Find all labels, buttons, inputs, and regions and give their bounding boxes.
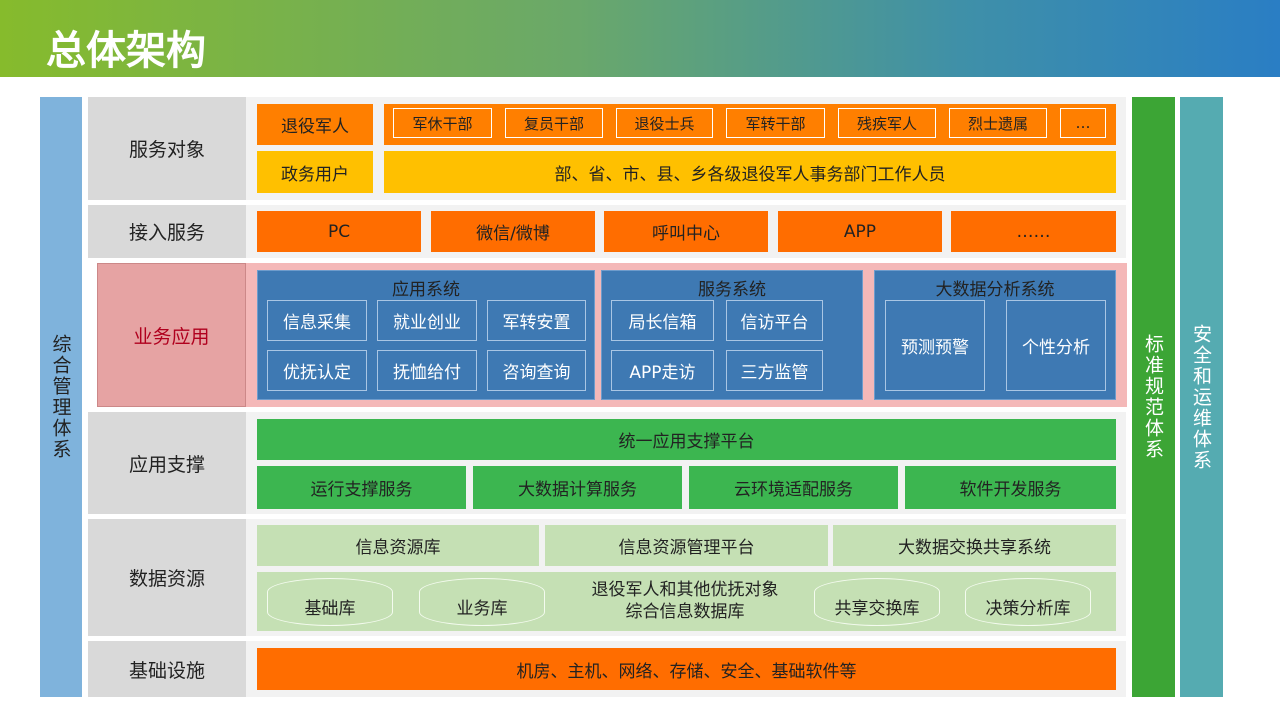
row-label-data: 数据资源 [88, 519, 246, 636]
access-item: APP [778, 211, 942, 252]
infra-box: 机房、主机、网络、存储、安全、基础软件等 [257, 648, 1116, 690]
data-top-item: 信息资源库 [257, 525, 539, 566]
bigdata-item: 预测预警 [885, 300, 985, 391]
app-item: 就业创业 [377, 300, 477, 341]
service-item: 三方监管 [726, 350, 823, 391]
service-item: 局长信箱 [611, 300, 714, 341]
access-item: 微信/微博 [431, 211, 595, 252]
app-item: 抚恤给付 [377, 350, 477, 391]
security-ops-column: 安全和运维体系 [1180, 97, 1223, 697]
database-cylinder: 业务库 [419, 578, 545, 626]
data-top-item: 大数据交换共享系统 [833, 525, 1116, 566]
veterans-box: 退役军人 [257, 104, 373, 145]
bigdata-system-panel: 大数据分析系统 [874, 270, 1116, 400]
standards-system-column: 标准规范体系 [1132, 97, 1175, 697]
page-title: 总体架构 [46, 28, 206, 74]
support-item: 运行支撑服务 [257, 466, 466, 509]
panel-title: 服务系统 [698, 280, 766, 300]
row-label-support: 应用支撑 [88, 412, 246, 514]
row-label-access: 接入服务 [88, 205, 246, 258]
veteran-type: 烈士遗属 [949, 108, 1047, 138]
database-cylinder: 决策分析库 [965, 578, 1091, 626]
veteran-type-more: … [1060, 108, 1106, 138]
integrated-database: 退役军人和其他优抚对象综合信息数据库 [560, 576, 810, 626]
service-item: APP走访 [611, 350, 714, 391]
veteran-type: 退役士兵 [616, 108, 713, 138]
service-item: 信访平台 [726, 300, 823, 341]
veteran-type: 残疾军人 [838, 108, 936, 138]
access-item: 呼叫中心 [604, 211, 768, 252]
app-item: 优抚认定 [267, 350, 367, 391]
access-item: …… [951, 211, 1116, 252]
service-system-panel: 服务系统 [601, 270, 863, 400]
unified-platform: 统一应用支撑平台 [257, 419, 1116, 460]
panel-title: 应用系统 [392, 280, 460, 300]
veteran-type: 复员干部 [505, 108, 603, 138]
panel-title: 大数据分析系统 [935, 280, 1055, 300]
app-item: 信息采集 [267, 300, 367, 341]
database-cylinder: 基础库 [267, 578, 393, 626]
support-item: 云环境适配服务 [689, 466, 898, 509]
veteran-type: 军转干部 [726, 108, 825, 138]
access-item: PC [257, 211, 421, 252]
header-bar: 总体架构 [0, 0, 1280, 77]
support-item: 软件开发服务 [905, 466, 1116, 509]
row-label-business: 业务应用 [97, 263, 246, 407]
app-system-panel: 应用系统 [257, 270, 595, 400]
veteran-type: 军休干部 [393, 108, 492, 138]
gov-users-desc: 部、省、市、县、乡各级退役军人事务部门工作人员 [384, 151, 1116, 193]
app-item: 军转安置 [487, 300, 586, 341]
db-line: 退役军人和其他优抚对象 [591, 580, 779, 600]
database-cylinder: 共享交换库 [814, 578, 940, 626]
management-system-column: 综合管理体系 [40, 97, 82, 697]
gov-users-box: 政务用户 [257, 151, 373, 193]
row-label-infra: 基础设施 [88, 641, 246, 697]
data-top-item: 信息资源管理平台 [545, 525, 828, 566]
bigdata-item: 个性分析 [1006, 300, 1106, 391]
app-item: 咨询查询 [487, 350, 586, 391]
db-line: 综合信息数据库 [625, 602, 745, 622]
support-item: 大数据计算服务 [473, 466, 682, 509]
row-label-service-targets: 服务对象 [88, 97, 246, 200]
